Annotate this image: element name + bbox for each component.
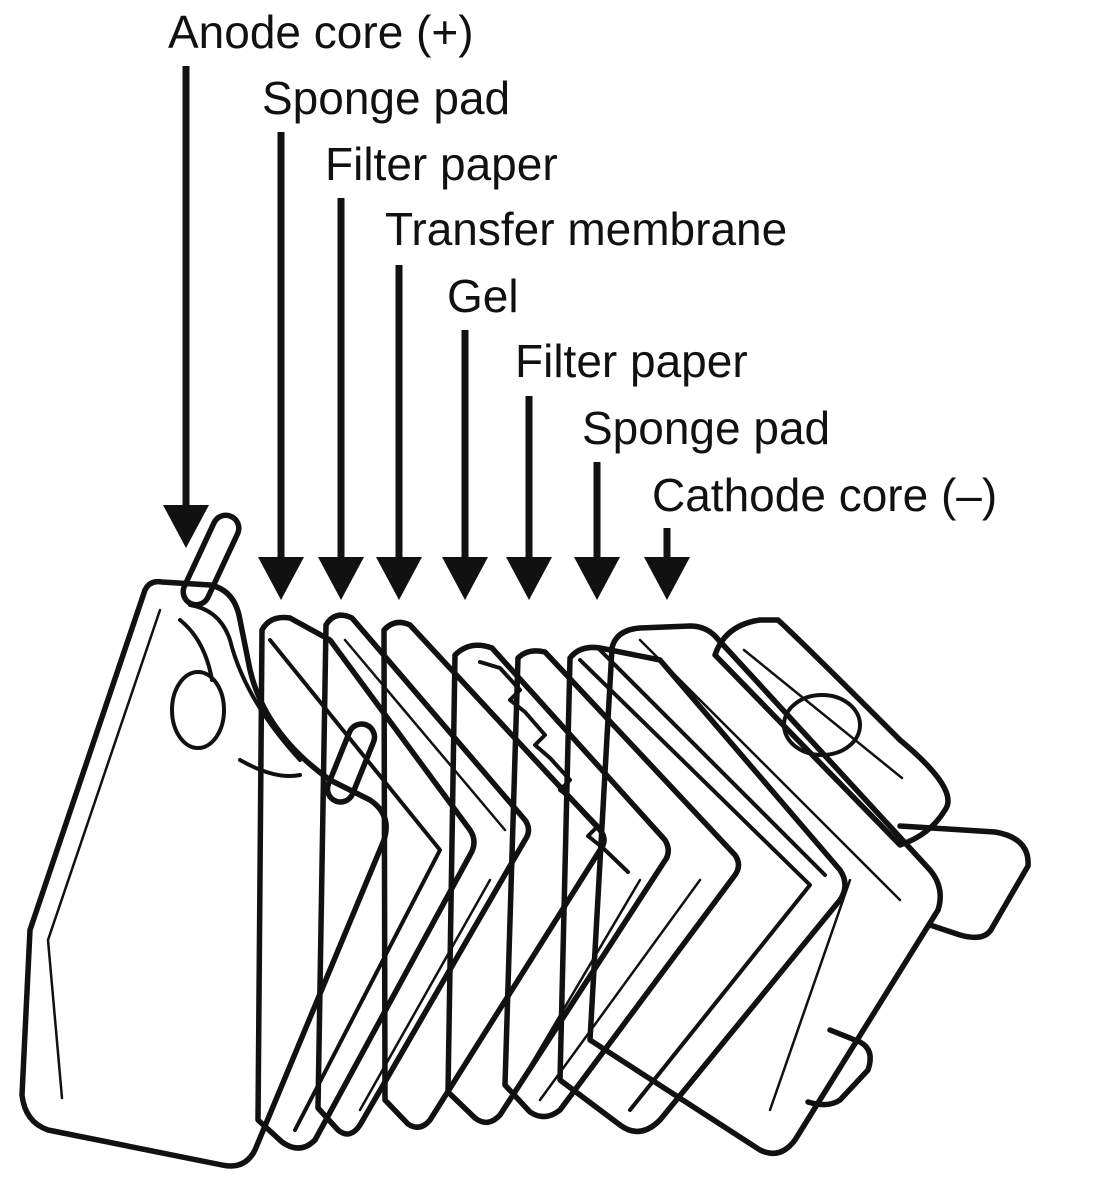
label-sponge-pad-right: Sponge pad — [582, 402, 830, 454]
label-gel: Gel — [447, 270, 519, 322]
arrow-gel — [442, 330, 488, 600]
label-transfer-membrane: Transfer membrane — [385, 203, 787, 255]
transfer-membrane — [381, 619, 607, 1130]
filter-paper-right — [502, 648, 742, 1120]
sponge-pad-left — [255, 614, 477, 1151]
label-group: Anode core (+) Sponge pad Filter paper T… — [168, 6, 997, 521]
sponge-pad-right — [557, 644, 848, 1135]
gel — [445, 642, 671, 1126]
arrow-sponge-right — [574, 462, 620, 600]
arrow-cathode — [644, 528, 690, 600]
anode-clip-bottom — [324, 721, 378, 805]
label-sponge-pad-left: Sponge pad — [262, 72, 510, 124]
arrow-filter-right — [506, 396, 552, 600]
label-anode-core: Anode core (+) — [168, 6, 474, 58]
label-filter-paper-right: Filter paper — [515, 335, 748, 387]
anode-clip-top — [180, 512, 242, 608]
anode-core — [19, 512, 389, 1169]
filter-paper-left — [315, 612, 532, 1137]
label-filter-paper-left: Filter paper — [325, 138, 558, 190]
arrow-group — [163, 66, 690, 600]
arrow-filter-left — [318, 198, 364, 600]
label-cathode-core: Cathode core (–) — [652, 469, 997, 521]
arrow-sponge-left — [258, 132, 304, 600]
arrow-membrane — [376, 265, 422, 600]
arrow-anode — [163, 66, 209, 548]
